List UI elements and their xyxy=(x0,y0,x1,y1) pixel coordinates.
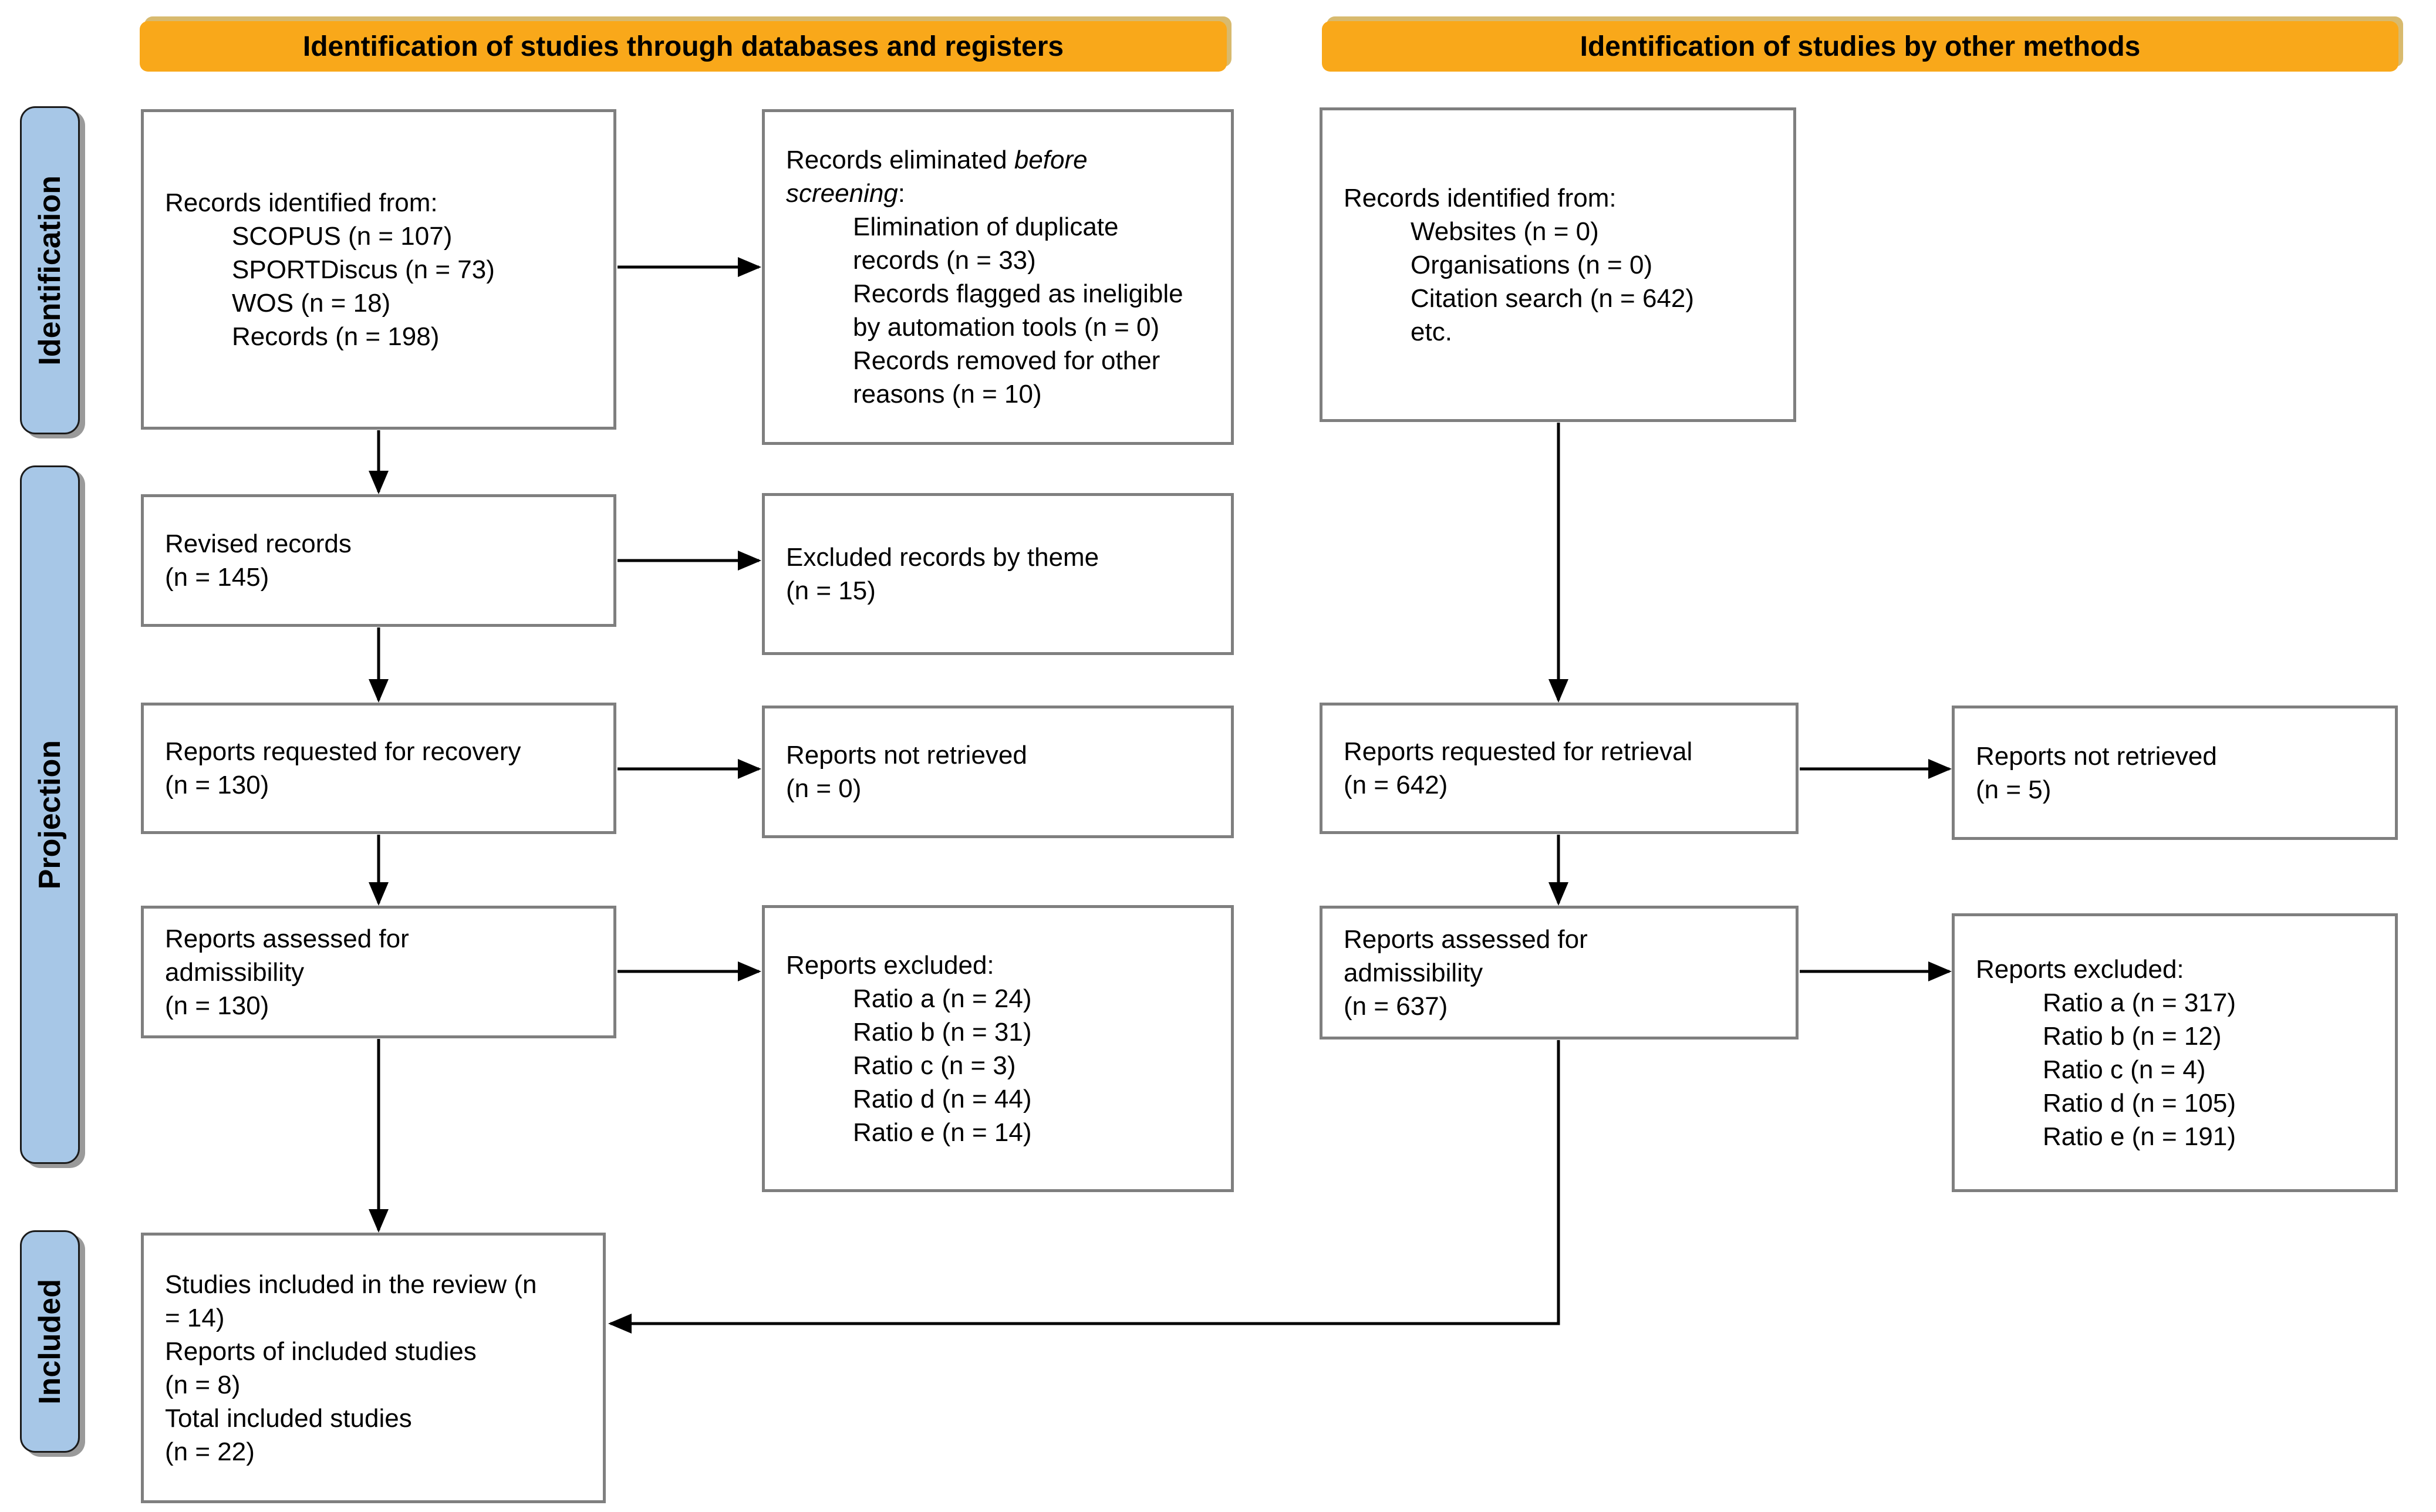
box-text-line: (n = 130) xyxy=(165,991,269,1020)
box-reports-excluded-other: Reports excluded: Ratio a (n = 317) Ratio … xyxy=(1952,913,2398,1192)
box-text-line: Ratio e (n = 191) xyxy=(2043,1122,2236,1151)
box-text-line: SCOPUS (n = 107) xyxy=(232,221,453,251)
stage-label-projection: Projection xyxy=(20,465,80,1164)
box-text-line: Ratio a (n = 24) xyxy=(853,984,1032,1013)
box-text-line: Records identified from: xyxy=(165,188,438,217)
box-text-line: records (n = 33) xyxy=(853,246,1036,275)
box-text-line: Ratio b (n = 31) xyxy=(853,1017,1032,1047)
box-reports-not-retrieved-databases: Reports not retrieved (n = 0) xyxy=(762,706,1234,838)
box-text-line: reasons (n = 10) xyxy=(853,380,1042,409)
stage-label-identification: Identification xyxy=(20,106,80,434)
box-reports-excluded-databases: Reports excluded: Ratio a (n = 24) Ratio b… xyxy=(762,905,1234,1192)
box-text-line: (n = 0) xyxy=(786,774,862,803)
box-reports-requested-retrieval: Reports requested for retrieval (n = 642) xyxy=(1320,703,1799,834)
box-text-line: Citation search (n = 642) xyxy=(1411,284,1695,313)
box-text-line: Reports excluded: xyxy=(786,950,994,980)
box-text-line: Records eliminated before xyxy=(786,146,1088,174)
banner-other-methods: Identification of studies by other metho… xyxy=(1322,21,2398,72)
box-text-line: Websites (n = 0) xyxy=(1411,217,1599,246)
box-text-line: Reports not retrieved xyxy=(1976,741,2217,771)
box-text-line: (n = 15) xyxy=(786,576,876,605)
box-text-line: Ratio c (n = 3) xyxy=(853,1051,1016,1080)
box-studies-included: Studies included in the review (n = 14) Re… xyxy=(141,1233,606,1503)
box-reports-assessed-other: Reports assessed for admissibility (n = 63… xyxy=(1320,906,1799,1040)
box-text-line: (n = 642) xyxy=(1344,771,1448,799)
box-text-line: admissibility xyxy=(165,957,305,987)
box-text-line: (n = 130) xyxy=(165,771,269,799)
box-text-line: (n = 145) xyxy=(165,563,269,592)
box-excluded-records-by-theme: Excluded records by theme (n = 15) xyxy=(762,493,1234,655)
box-text-line: (n = 637) xyxy=(1344,991,1448,1021)
box-text-line: Revised records xyxy=(165,529,352,558)
box-text-line: Reports assessed for xyxy=(165,924,409,953)
box-text-line: Reports excluded: xyxy=(1976,954,2184,984)
box-text-line: Excluded records by theme xyxy=(786,543,1099,572)
box-text-line: Reports not retrieved xyxy=(786,741,1027,770)
box-records-identified-databases: Records identified from: SCOPUS (n = 107)… xyxy=(141,109,616,430)
box-text-line: Reports requested for recovery xyxy=(165,737,521,766)
box-text-line: etc. xyxy=(1411,317,1452,346)
box-text-line: Ratio a (n = 317) xyxy=(2043,988,2236,1017)
stage-label-projection-text: Projection xyxy=(33,740,67,890)
box-text-line: screening: xyxy=(786,179,906,208)
box-text-line: WOS (n = 18) xyxy=(232,288,391,318)
box-reports-not-retrieved-other: Reports not retrieved (n = 5) xyxy=(1952,706,2398,840)
box-text-line: Records removed for other xyxy=(853,346,1160,375)
box-text-line: Records (n = 198) xyxy=(232,322,440,351)
box-text-line: Ratio b (n = 12) xyxy=(2043,1021,2222,1051)
box-text-line: Organisations (n = 0) xyxy=(1411,250,1653,279)
box-text-line: (n = 8) xyxy=(165,1370,241,1399)
box-text-line: Ratio c (n = 4) xyxy=(2043,1055,2206,1084)
stage-label-included-text: Included xyxy=(33,1278,67,1405)
box-text-line: Elimination of duplicate xyxy=(853,212,1119,241)
box-text-line: Reports requested for retrieval xyxy=(1344,737,1693,766)
box-reports-requested-recovery: Reports requested for recovery (n = 130) xyxy=(141,703,616,834)
box-text-line: by automation tools (n = 0) xyxy=(853,313,1160,342)
box-text-line: Records identified from: xyxy=(1344,183,1617,212)
box-text-line: Studies included in the review (n xyxy=(165,1270,537,1299)
box-records-eliminated-before-screening: Records eliminated before screening: Elimi… xyxy=(762,109,1234,445)
banner-other-methods-label: Identification of studies by other metho… xyxy=(1580,31,2141,62)
box-text-line: SPORTDiscus (n = 73) xyxy=(232,255,495,284)
box-text-line: Records flagged as ineligible xyxy=(853,279,1183,308)
stage-label-included: Included xyxy=(20,1230,80,1453)
box-text-line: = 14) xyxy=(165,1303,225,1332)
box-text-line: (n = 22) xyxy=(165,1437,255,1466)
box-text-line: Reports assessed for xyxy=(1344,924,1588,954)
box-text-line: (n = 5) xyxy=(1976,775,2052,804)
box-text-line: Ratio e (n = 14) xyxy=(853,1118,1032,1147)
box-text-line: Total included studies xyxy=(165,1403,412,1433)
box-text-line: Reports of included studies xyxy=(165,1337,477,1366)
stage-label-identification-text: Identification xyxy=(33,175,67,366)
box-text-line: admissibility xyxy=(1344,958,1483,987)
box-reports-assessed-databases: Reports assessed for admissibility (n = 13… xyxy=(141,906,616,1038)
box-records-identified-other-methods: Records identified from: Websites (n = 0)… xyxy=(1320,107,1796,422)
box-text-line: Ratio d (n = 44) xyxy=(853,1084,1032,1113)
banner-databases-registers: Identification of studies through databa… xyxy=(140,21,1227,72)
box-text-line: Ratio d (n = 105) xyxy=(2043,1088,2236,1118)
box-revised-records: Revised records (n = 145) xyxy=(141,494,616,627)
banner-databases-registers-label: Identification of studies through databa… xyxy=(302,31,1064,62)
